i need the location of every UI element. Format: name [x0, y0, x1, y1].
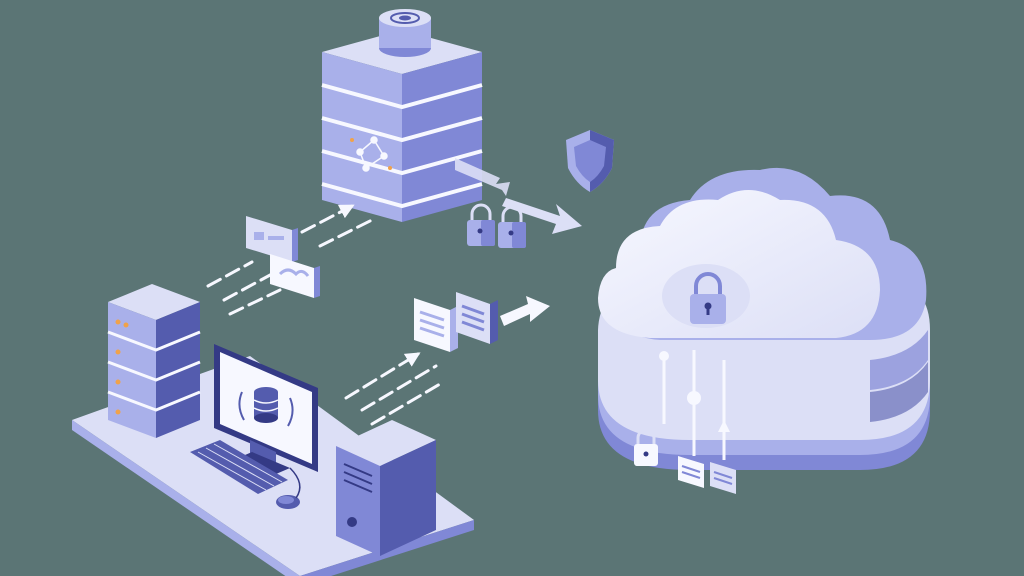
document-icon [678, 456, 704, 488]
tower-pc-icon [336, 420, 436, 556]
shield-icon [566, 130, 614, 192]
server-rack-icon [107, 284, 201, 438]
document-icon [270, 254, 320, 298]
data-stream [206, 204, 442, 426]
document-icon [246, 216, 298, 262]
padlock-icon [662, 264, 750, 328]
document-icon [710, 462, 736, 494]
padlock-icon [498, 205, 526, 248]
document-icon [414, 298, 458, 352]
padlock-icon [634, 428, 658, 466]
desktop-monitor-icon [214, 344, 318, 474]
mouse-icon [276, 467, 301, 509]
database-server-icon [321, 9, 483, 222]
keyboard-icon [190, 440, 288, 494]
arrow-icon [455, 158, 582, 326]
network-icon [356, 136, 388, 172]
cloud-storage-icon [598, 167, 930, 470]
padlock-icon [467, 203, 495, 246]
document-icon [456, 292, 498, 344]
